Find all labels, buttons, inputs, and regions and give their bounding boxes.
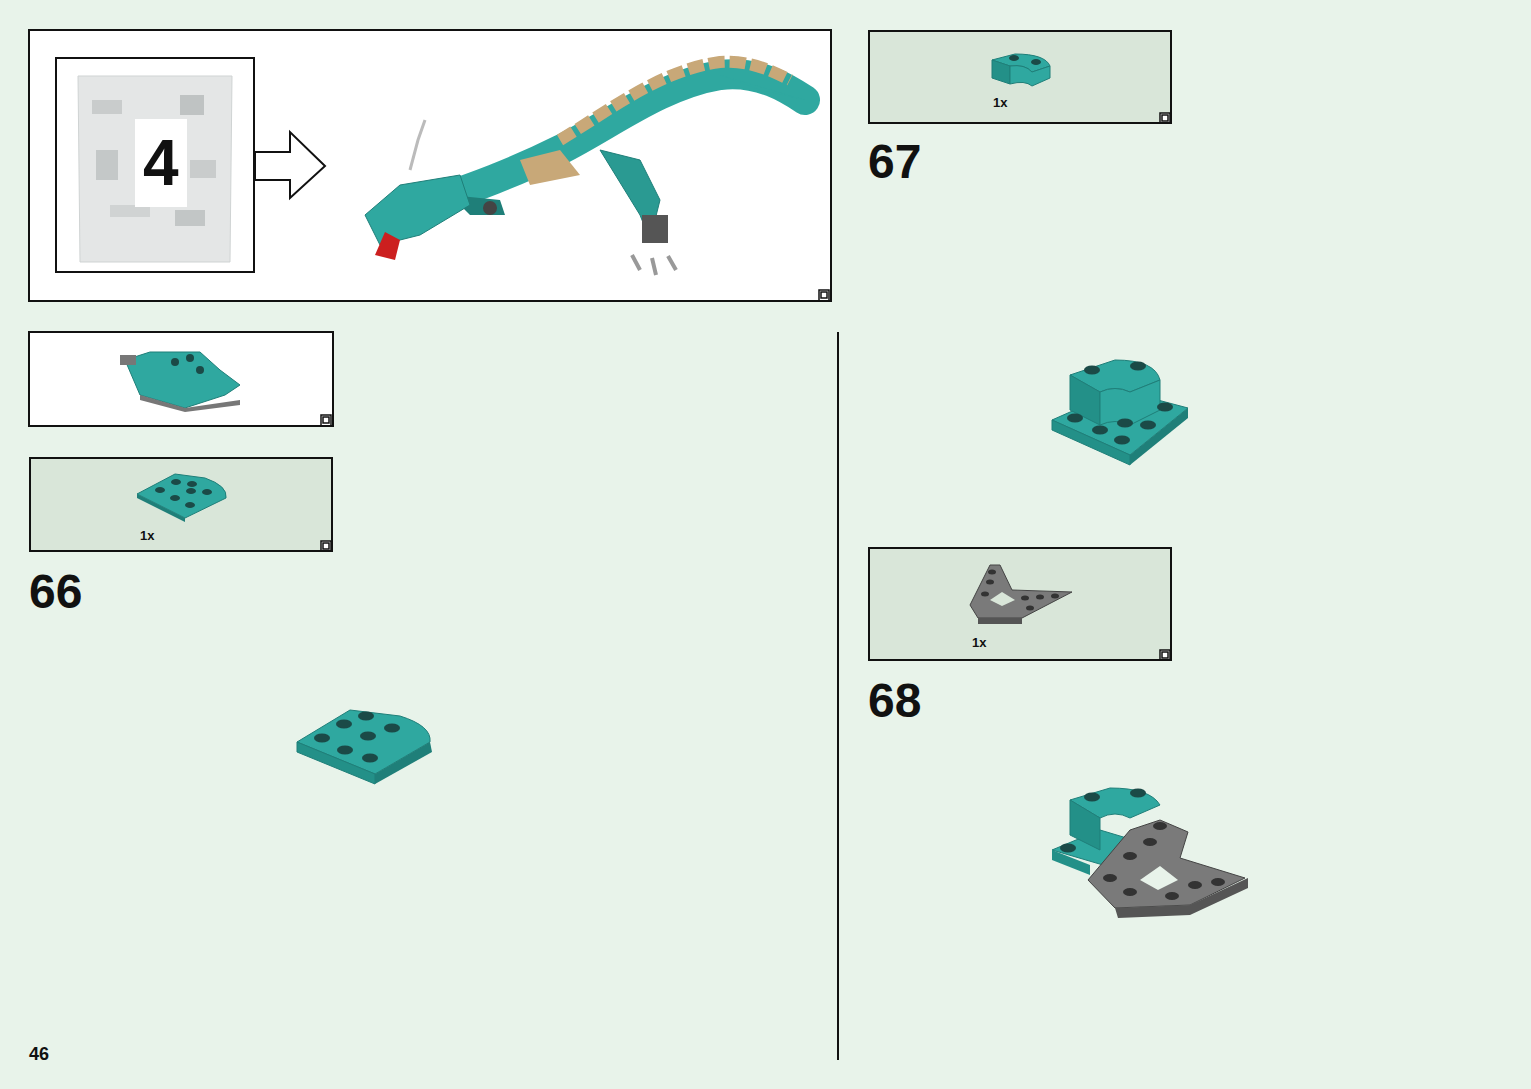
dragon-model bbox=[365, 62, 805, 275]
step-number: 66 bbox=[29, 568, 82, 616]
parts-callout-box: 1x bbox=[868, 547, 1172, 661]
step-67-model bbox=[1052, 360, 1188, 465]
parts-bag-box: 4 bbox=[55, 57, 255, 273]
part-count: 1x bbox=[140, 529, 154, 542]
step-number: 68 bbox=[868, 677, 921, 725]
flow-arrow bbox=[255, 132, 325, 198]
parts-callout-box: 1x bbox=[29, 457, 333, 552]
parts-callout-box: 1x bbox=[868, 30, 1172, 124]
page-number: 46 bbox=[29, 1045, 49, 1063]
part-quarter-brick bbox=[992, 54, 1050, 86]
panel-frames bbox=[29, 30, 1172, 1060]
step-66-model bbox=[297, 710, 432, 784]
step-68-model bbox=[1052, 788, 1248, 918]
corner-glyphs bbox=[321, 113, 1170, 660]
submodel-preview bbox=[120, 352, 240, 412]
parts-bag bbox=[78, 76, 232, 262]
part-quarter-plate bbox=[137, 474, 226, 522]
part-wedge-plate bbox=[970, 565, 1072, 624]
part-count: 1x bbox=[972, 636, 986, 649]
step-number: 67 bbox=[868, 138, 921, 186]
bag-number: 4 bbox=[135, 119, 187, 207]
part-count: 1x bbox=[993, 96, 1007, 109]
